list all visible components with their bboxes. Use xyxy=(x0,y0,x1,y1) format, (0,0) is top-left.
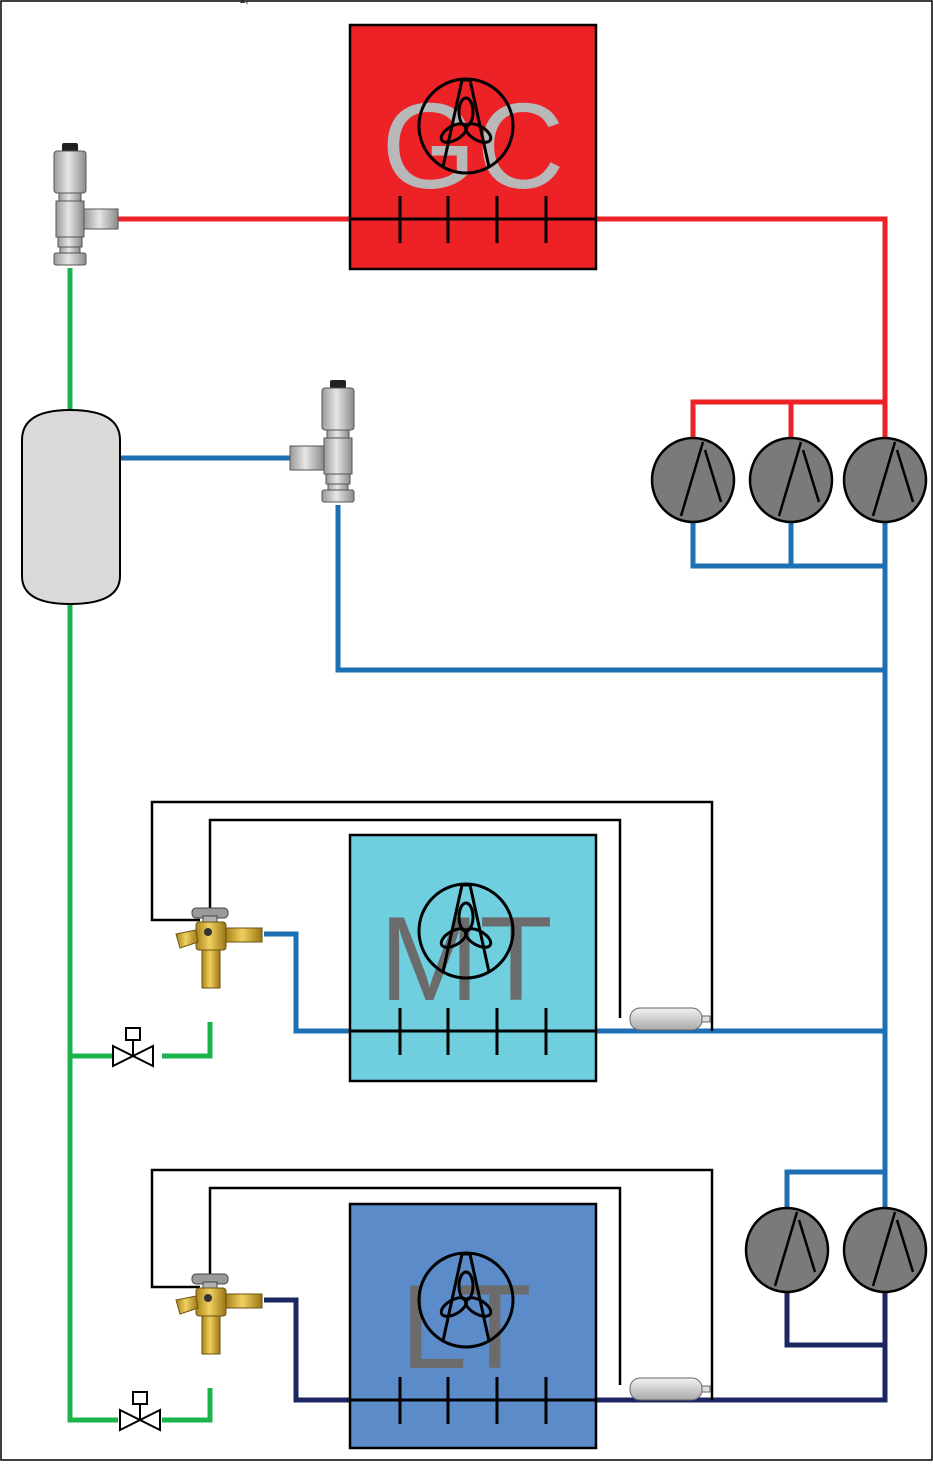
medium-temp-case: MT xyxy=(348,833,598,1083)
high-pressure-lines xyxy=(118,216,888,440)
header-fragment: 2, xyxy=(240,0,248,6)
motorized-valve-icon xyxy=(53,142,119,266)
medium-temp-label: MT xyxy=(379,892,552,1026)
coil-icon xyxy=(350,196,596,243)
coil-icon xyxy=(350,1377,596,1424)
compressor-icon xyxy=(748,436,834,524)
low-temp-label: LT xyxy=(400,1260,531,1394)
compressor-icon xyxy=(744,1206,830,1294)
solenoid-valve-icon xyxy=(119,1391,161,1431)
compressor-icon xyxy=(842,1206,928,1294)
sensor-bulb-icon xyxy=(629,1377,711,1401)
liquid-lines xyxy=(67,268,213,1423)
medium-suction-lines xyxy=(120,455,888,1210)
coil-icon xyxy=(350,1008,596,1055)
low-temp-case: LT xyxy=(348,1202,598,1450)
control-lines xyxy=(150,800,714,1400)
sensor-bulb-icon xyxy=(629,1007,711,1031)
gas-cooler-unit: GC xyxy=(348,23,598,271)
compressor-icon xyxy=(842,436,928,524)
solenoid-valve-icon xyxy=(112,1027,154,1067)
receiver-tank-icon xyxy=(21,408,121,606)
compressor-icon xyxy=(650,436,736,524)
motorized-valve-icon xyxy=(289,379,355,503)
